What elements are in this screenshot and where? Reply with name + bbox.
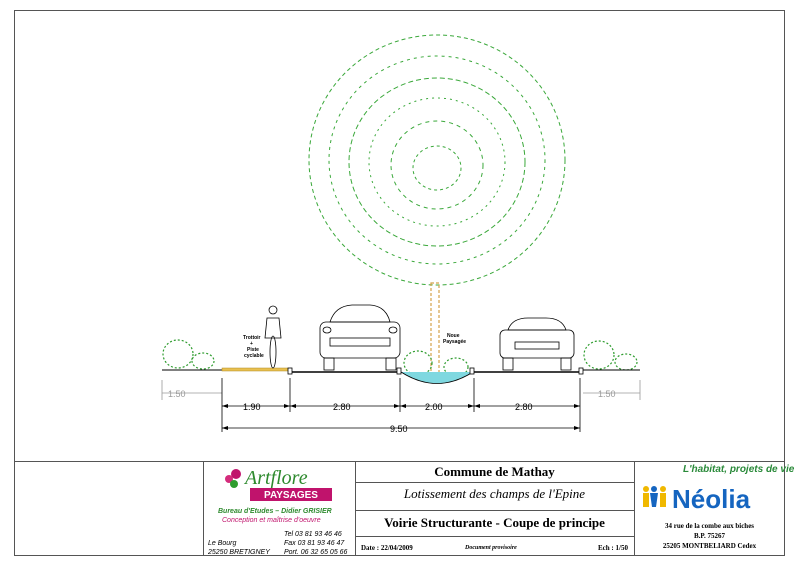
artflore-port: Port. 06 32 65 05 66 xyxy=(284,549,348,556)
neolia-logo: Néolia xyxy=(640,482,782,514)
project-status: Document provisoire xyxy=(465,545,517,551)
label-noue-1: Noue xyxy=(447,333,460,339)
neolia-slogan: L'habitat, projets de vie xyxy=(683,464,795,475)
label-noue-2: Paysagée xyxy=(443,339,466,345)
project-divider-2 xyxy=(355,510,634,511)
project-divider-3 xyxy=(355,536,634,537)
drawing-frame xyxy=(14,10,785,556)
artflore-bureau: Bureau d'Etudes – Didier GRISIER xyxy=(218,508,332,515)
title-block-designer-cell xyxy=(203,461,355,556)
dim-sidewalk: 1.90 xyxy=(243,402,261,412)
artflore-fax: Fax 03 81 93 46 47 xyxy=(284,540,345,547)
project-lotissement: Lotissement des champs de l'Epine xyxy=(403,486,586,501)
shrub-group-right xyxy=(583,340,638,371)
dim-lane-right: 2.80 xyxy=(515,402,533,412)
artflore-logo-sub: PAYSAGES xyxy=(264,490,318,501)
dim-median: 2.00 xyxy=(425,402,443,412)
project-scale: Ech : 1/50 xyxy=(598,544,628,552)
neolia-address-3: 25205 MONTBELIARD Cedex xyxy=(662,542,757,550)
dim-total: 9.50 xyxy=(390,424,408,434)
artflore-address-2: 25250 BRETIGNEY xyxy=(208,549,270,556)
dim-right-offset: 1.50 xyxy=(598,389,616,399)
dim-left-offset: 1.50 xyxy=(168,389,186,399)
dim-lane-left: 2.80 xyxy=(333,402,351,412)
label-trottoir-3: Piste xyxy=(247,347,259,353)
shrub-group-left xyxy=(162,339,215,370)
label-trottoir-2: + xyxy=(250,341,253,347)
project-commune: Commune de Mathay xyxy=(434,464,555,479)
artflore-logo-text: Artflore xyxy=(243,467,308,489)
artflore-tel: Tel 03 81 93 46 46 xyxy=(284,531,342,538)
car-front-left xyxy=(319,304,401,371)
neolia-logo-text: Néolia xyxy=(672,484,751,514)
label-trottoir-1: Trottoir xyxy=(243,335,261,341)
cyclist-figure xyxy=(264,305,282,369)
title-block xyxy=(14,461,785,557)
ground-profile xyxy=(162,367,640,384)
artflore-conception: Conception et maîtrise d'oeuvre xyxy=(222,517,321,524)
title-block-project-cell xyxy=(355,461,634,556)
dimension-chain xyxy=(161,378,641,432)
car-rear-right xyxy=(499,317,575,371)
neolia-address-1: 34 rue de la combe aux biches xyxy=(664,522,755,530)
project-title: Voirie Structurante - Coupe de principe xyxy=(384,515,605,530)
neolia-address-2: B.P. 75267 xyxy=(693,532,726,540)
project-divider-1 xyxy=(355,482,634,483)
label-trottoir-4: cyclable xyxy=(244,353,264,359)
artflore-address-1: Le Bourg xyxy=(208,540,237,547)
artflore-logo: Artflore PAYSAGES xyxy=(225,467,332,501)
title-block-empty-cell xyxy=(14,461,203,556)
title-block-client-cell xyxy=(634,461,785,556)
project-date: Date : 22/04/2009 xyxy=(361,544,413,552)
tree-canopy xyxy=(308,34,566,286)
